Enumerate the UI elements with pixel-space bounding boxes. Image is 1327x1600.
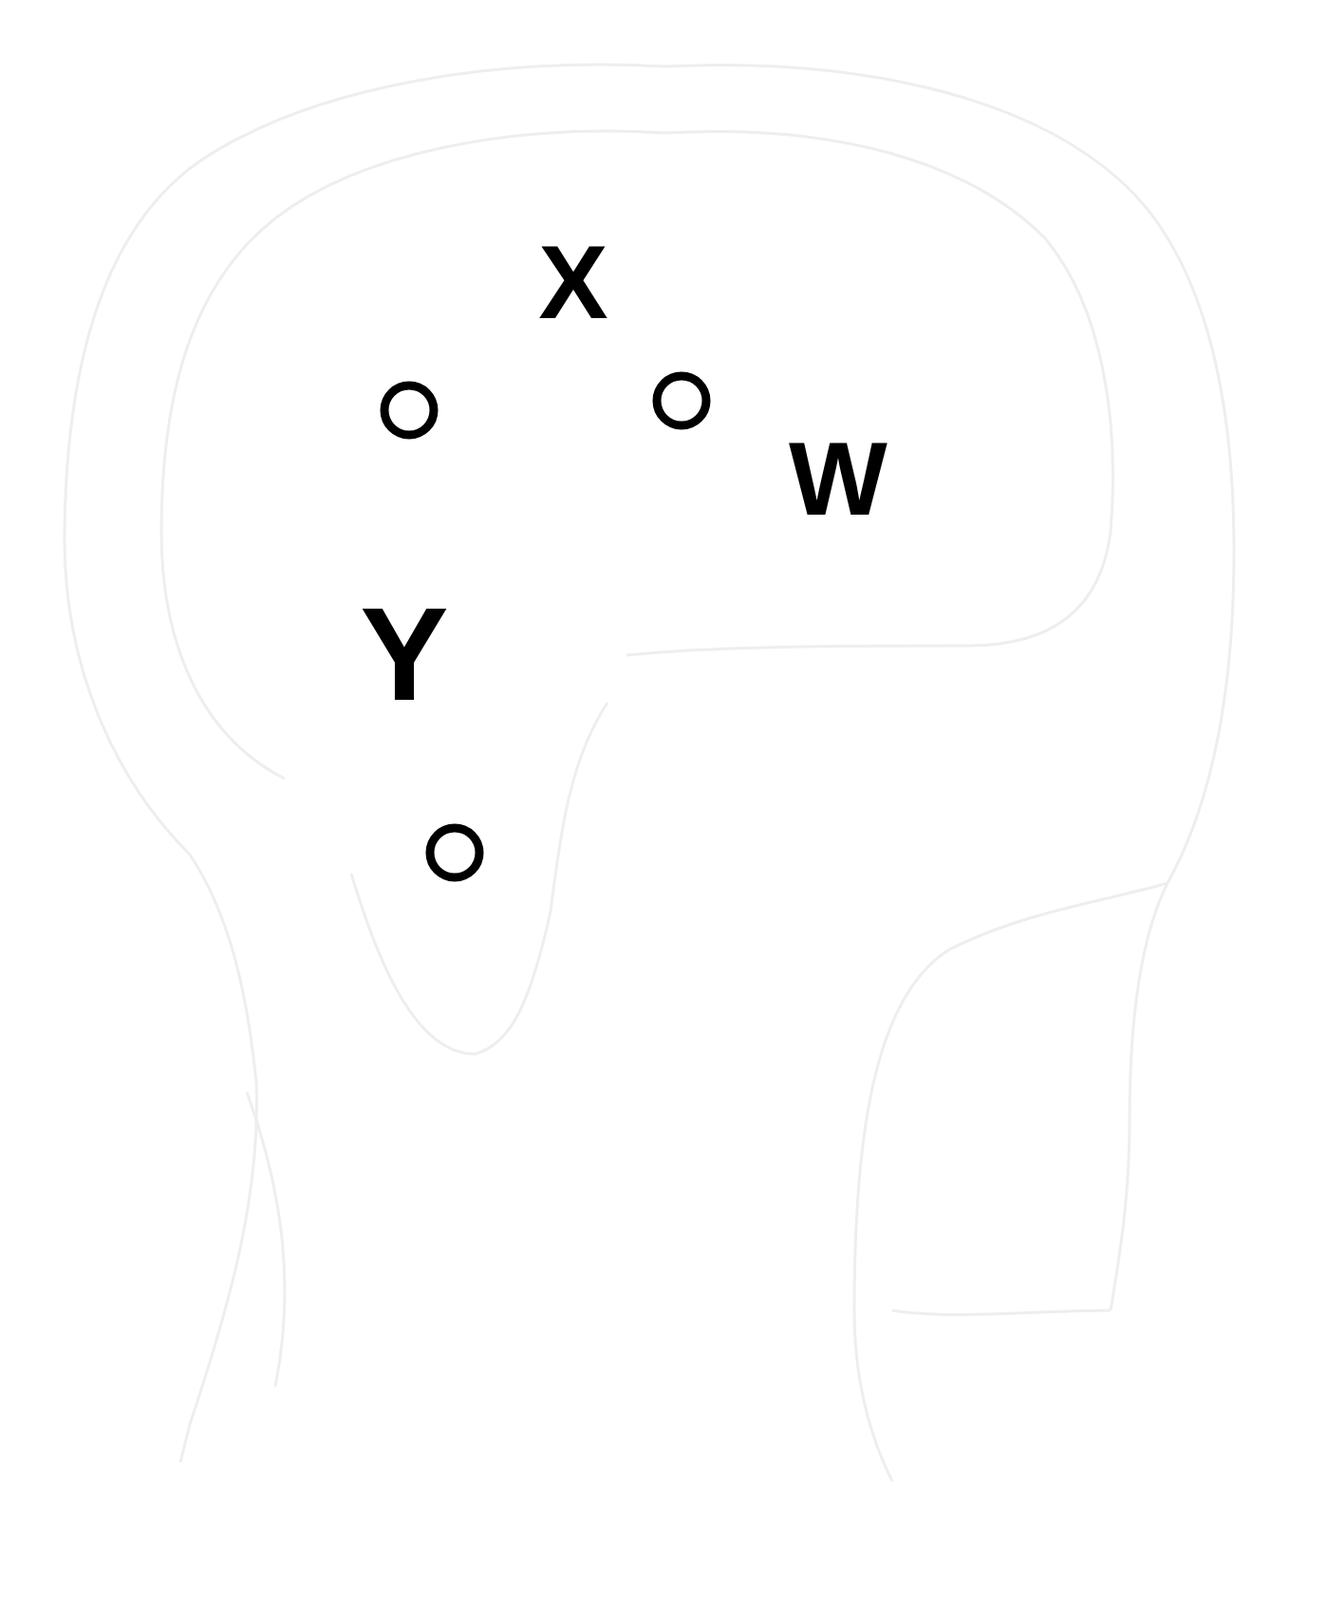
tooth-outline xyxy=(64,64,1234,1481)
point-marker xyxy=(384,385,434,435)
point-label: X xyxy=(538,229,608,335)
point-label: Y xyxy=(359,587,449,721)
point-marker xyxy=(429,827,480,878)
point-label: W xyxy=(788,426,888,531)
root-outline xyxy=(246,1091,1111,1386)
point-marker xyxy=(656,375,707,426)
crown-outline xyxy=(64,64,1234,1462)
inner-crown xyxy=(161,130,1113,779)
pulp-outline xyxy=(351,702,1168,1481)
